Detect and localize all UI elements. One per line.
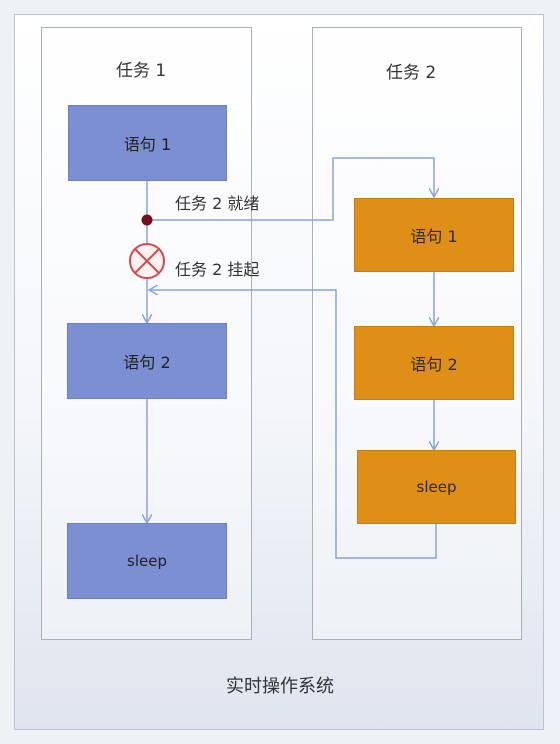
task1-title: 任务 1 xyxy=(116,61,167,81)
task1-sleep-label: sleep xyxy=(127,552,167,570)
rtos-label: 实时操作系统 xyxy=(226,676,334,697)
task2-statement2-label: 语句 2 xyxy=(410,355,458,374)
task2-statement2-box: 语句 2 xyxy=(354,326,514,400)
task2-sleep-box: sleep xyxy=(357,450,516,524)
task2-statement1-label: 语句 1 xyxy=(410,227,458,246)
task1-statement2-label: 语句 2 xyxy=(123,353,171,372)
task2-suspend-label: 任务 2 挂起 xyxy=(175,260,260,279)
task1-statement1-box: 语句 1 xyxy=(68,105,227,181)
task1-sleep-box: sleep xyxy=(67,523,227,599)
task2-ready-label: 任务 2 就绪 xyxy=(175,194,260,213)
task2-title: 任务 2 xyxy=(386,63,437,83)
task1-statement1-label: 语句 1 xyxy=(123,135,172,154)
task2-statement1-box: 语句 1 xyxy=(354,198,514,272)
task1-statement2-box: 语句 2 xyxy=(67,323,227,399)
task2-sleep-label: sleep xyxy=(416,478,457,496)
